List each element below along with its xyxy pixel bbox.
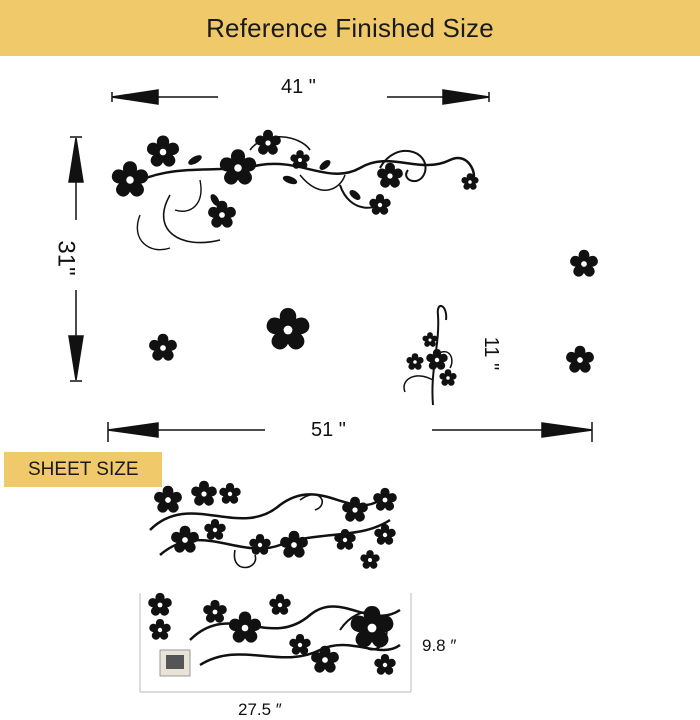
finished-width-bottom-label: 51 " [311, 419, 346, 441]
sheet-size-label: SHEET SIZE [28, 458, 139, 480]
finished-width-top-label: 41 " [281, 76, 316, 98]
loose-flowers [147, 249, 600, 375]
width-arrow-bottom [107, 422, 593, 442]
small-branch [403, 305, 458, 406]
sheet-size-tab: SHEET SIZE [4, 452, 162, 487]
header-title: Reference Finished Size [206, 12, 494, 43]
height-arrow-left [68, 136, 84, 382]
flower-vine-main [110, 129, 480, 251]
sheet-vine-upper [149, 480, 398, 571]
sheet-vine-lower [139, 592, 412, 693]
finished-height-left-label: 31" [52, 240, 80, 276]
sheet-width-label: 27.5 ″ [238, 700, 282, 719]
header-banner: Reference Finished Size [0, 0, 700, 56]
width-arrow-top [111, 89, 490, 105]
branch-height-label: 11 " [480, 336, 503, 371]
sheet-height-label: 9.8 ″ [422, 636, 457, 655]
